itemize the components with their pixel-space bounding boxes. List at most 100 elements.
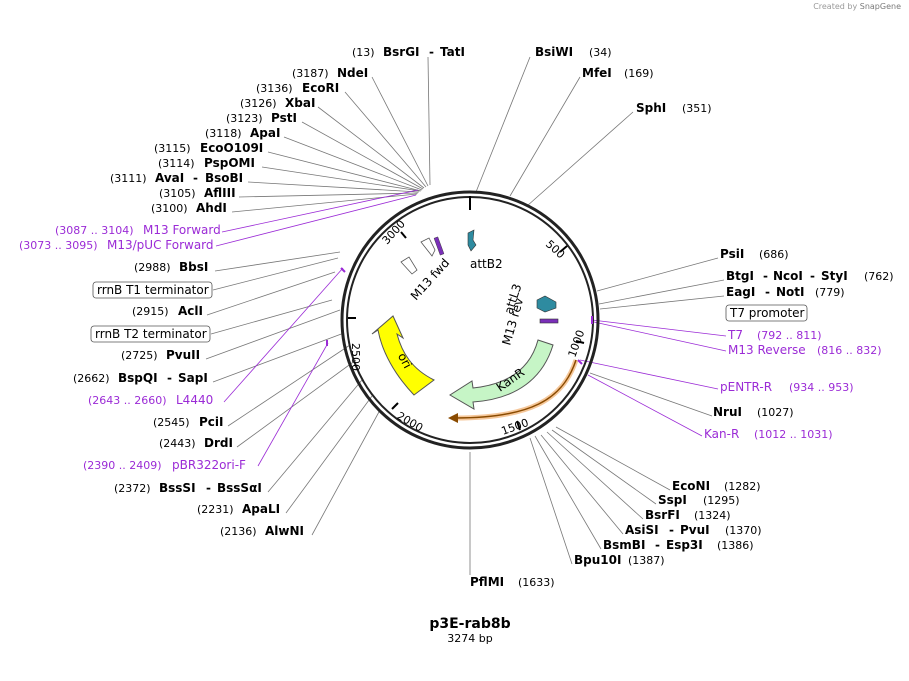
- leader-line: [238, 192, 419, 198]
- leader-line: [371, 76, 429, 187]
- kanr-feature[interactable]: [449, 339, 554, 410]
- tick-label-3000: 3000: [380, 218, 408, 248]
- btgi-label[interactable]: BtgI: [726, 269, 754, 283]
- m13-reverse-pos: (816 .. 832): [817, 344, 882, 357]
- nrui-label[interactable]: NruI: [713, 405, 742, 419]
- ori-feature[interactable]: [371, 315, 435, 396]
- leader-line: [206, 271, 336, 316]
- acli-label[interactable]: AclI: [178, 304, 203, 318]
- bbsi-pos: (2988): [134, 261, 171, 274]
- bsssi-label[interactable]: BssSI: [159, 481, 196, 495]
- avai-label[interactable]: AvaI: [155, 171, 184, 185]
- afliii-label[interactable]: AflIII: [204, 186, 236, 200]
- bsobi-label[interactable]: BsoBI: [205, 171, 243, 185]
- connector-lines: [205, 56, 727, 575]
- attl3-feature[interactable]: [536, 295, 557, 313]
- m13-puc-forward-label[interactable]: M13/pUC Forward: [107, 238, 214, 252]
- m13-forward-label[interactable]: M13 Forward: [143, 223, 221, 237]
- esp3i-label[interactable]: Esp3I: [666, 538, 703, 552]
- bsrgi-label[interactable]: BsrGI: [383, 45, 420, 59]
- m13-reverse-label[interactable]: M13 Reverse: [728, 343, 806, 357]
- ndei-label[interactable]: NdeI: [337, 66, 368, 80]
- psii-pos: (686): [759, 248, 789, 261]
- t7-primer-label[interactable]: T7: [727, 328, 743, 342]
- l4440-pos: (2643 .. 2660): [88, 394, 167, 407]
- t7-primer-pos: (792 .. 811): [757, 329, 822, 342]
- bpu10i-pos: (1387): [628, 554, 665, 567]
- apai-pos: (3118): [205, 127, 242, 140]
- pspomi-label[interactable]: PspOMI: [204, 156, 255, 170]
- xbai-label[interactable]: XbaI: [285, 96, 315, 110]
- primer-leader-line: [587, 374, 703, 437]
- asisi-label[interactable]: AsiSI: [625, 523, 659, 537]
- bbsi-label[interactable]: BbsI: [179, 260, 208, 274]
- mfei-pos: (169): [624, 67, 654, 80]
- tick-label-2000: 2000: [395, 409, 426, 434]
- xbai-pos: (3126): [240, 97, 277, 110]
- pflmi-label[interactable]: PflMI: [470, 575, 504, 589]
- bsiwi-label[interactable]: BsiWI: [535, 45, 573, 59]
- bsrfi-label[interactable]: BsrFI: [645, 508, 680, 522]
- t7-promoter-box[interactable]: [725, 304, 808, 322]
- mfei-label[interactable]: MfeI: [582, 66, 612, 80]
- sphi-label[interactable]: SphI: [636, 101, 666, 115]
- dash-9: -: [655, 538, 660, 552]
- alwni-label[interactable]: AlwNI: [265, 524, 304, 538]
- sphi-pos: (351): [682, 102, 712, 115]
- rrnb-t2-box[interactable]: [90, 325, 211, 343]
- pbr322ori-f-label[interactable]: pBR322ori-F: [172, 458, 246, 472]
- attb2-label: attB2: [470, 257, 503, 271]
- drdi-label[interactable]: DrdI: [204, 436, 233, 450]
- psti-label[interactable]: PstI: [271, 111, 297, 125]
- tati-label[interactable]: TatI: [440, 45, 465, 59]
- primer-leader-line: [223, 267, 344, 403]
- styi-label[interactable]: StyI: [821, 269, 848, 283]
- attb2-feature[interactable]: [467, 229, 477, 252]
- asisi-pos: (1370): [725, 524, 762, 537]
- dash-1: -: [429, 45, 434, 59]
- m13-rev-feature[interactable]: [539, 318, 559, 324]
- pcii-pos: (2545): [153, 416, 190, 429]
- pvuii-pos: (2725): [121, 349, 158, 362]
- leader-line: [534, 435, 602, 550]
- pvui-label[interactable]: PvuI: [680, 523, 710, 537]
- psti-pos: (3123): [226, 112, 263, 125]
- psii-label[interactable]: PsiI: [720, 247, 744, 261]
- bsssai-label[interactable]: BssSαI: [217, 481, 262, 495]
- ori-label: ori: [395, 350, 415, 370]
- dash-8: -: [669, 523, 674, 537]
- pentr-r-label[interactable]: pENTR-R: [720, 380, 772, 394]
- ecoo109i-label[interactable]: EcoO109I: [200, 141, 263, 155]
- leader-line: [555, 426, 671, 491]
- ahdi-label[interactable]: AhdI: [196, 201, 227, 215]
- m13-fwd-feature[interactable]: [420, 237, 436, 257]
- leader-line: [247, 181, 420, 193]
- primer-leader-line: [215, 194, 417, 247]
- primer-leader-line: [257, 342, 329, 467]
- rrnb-t1-box[interactable]: [92, 281, 213, 299]
- econi-label[interactable]: EcoNI: [672, 479, 710, 493]
- leader-line: [301, 121, 424, 190]
- pvuii-label[interactable]: PvuII: [166, 348, 200, 362]
- sapi-label[interactable]: SapI: [178, 371, 208, 385]
- apali-label[interactable]: ApaLI: [242, 502, 280, 516]
- m13-forward-pos: (3087 .. 3104): [55, 224, 134, 237]
- kan-r-label[interactable]: Kan-R: [704, 427, 739, 441]
- apai-label[interactable]: ApaI: [250, 126, 280, 140]
- btgi-pos: (762): [864, 270, 894, 283]
- dash-2: -: [193, 171, 198, 185]
- bpu10i-label[interactable]: Bpu10I: [574, 553, 621, 567]
- ncoi-label[interactable]: NcoI: [773, 269, 803, 283]
- eagi-label[interactable]: EagI: [726, 285, 755, 299]
- bspqi-label[interactable]: BspQI: [118, 371, 158, 385]
- leader-line: [526, 111, 634, 207]
- l4440-label[interactable]: L4440: [176, 393, 213, 407]
- backbone-outer: [340, 190, 600, 450]
- pcii-label[interactable]: PciI: [199, 415, 224, 429]
- noti-label[interactable]: NotI: [776, 285, 805, 299]
- bsrfi-pos: (1324): [694, 509, 731, 522]
- bsmbi-label[interactable]: BsmBI: [603, 538, 645, 552]
- sspi-label[interactable]: SspI: [658, 493, 687, 507]
- pentr-r-pos: (934 .. 953): [789, 381, 854, 394]
- ecori-label[interactable]: EcoRI: [302, 81, 339, 95]
